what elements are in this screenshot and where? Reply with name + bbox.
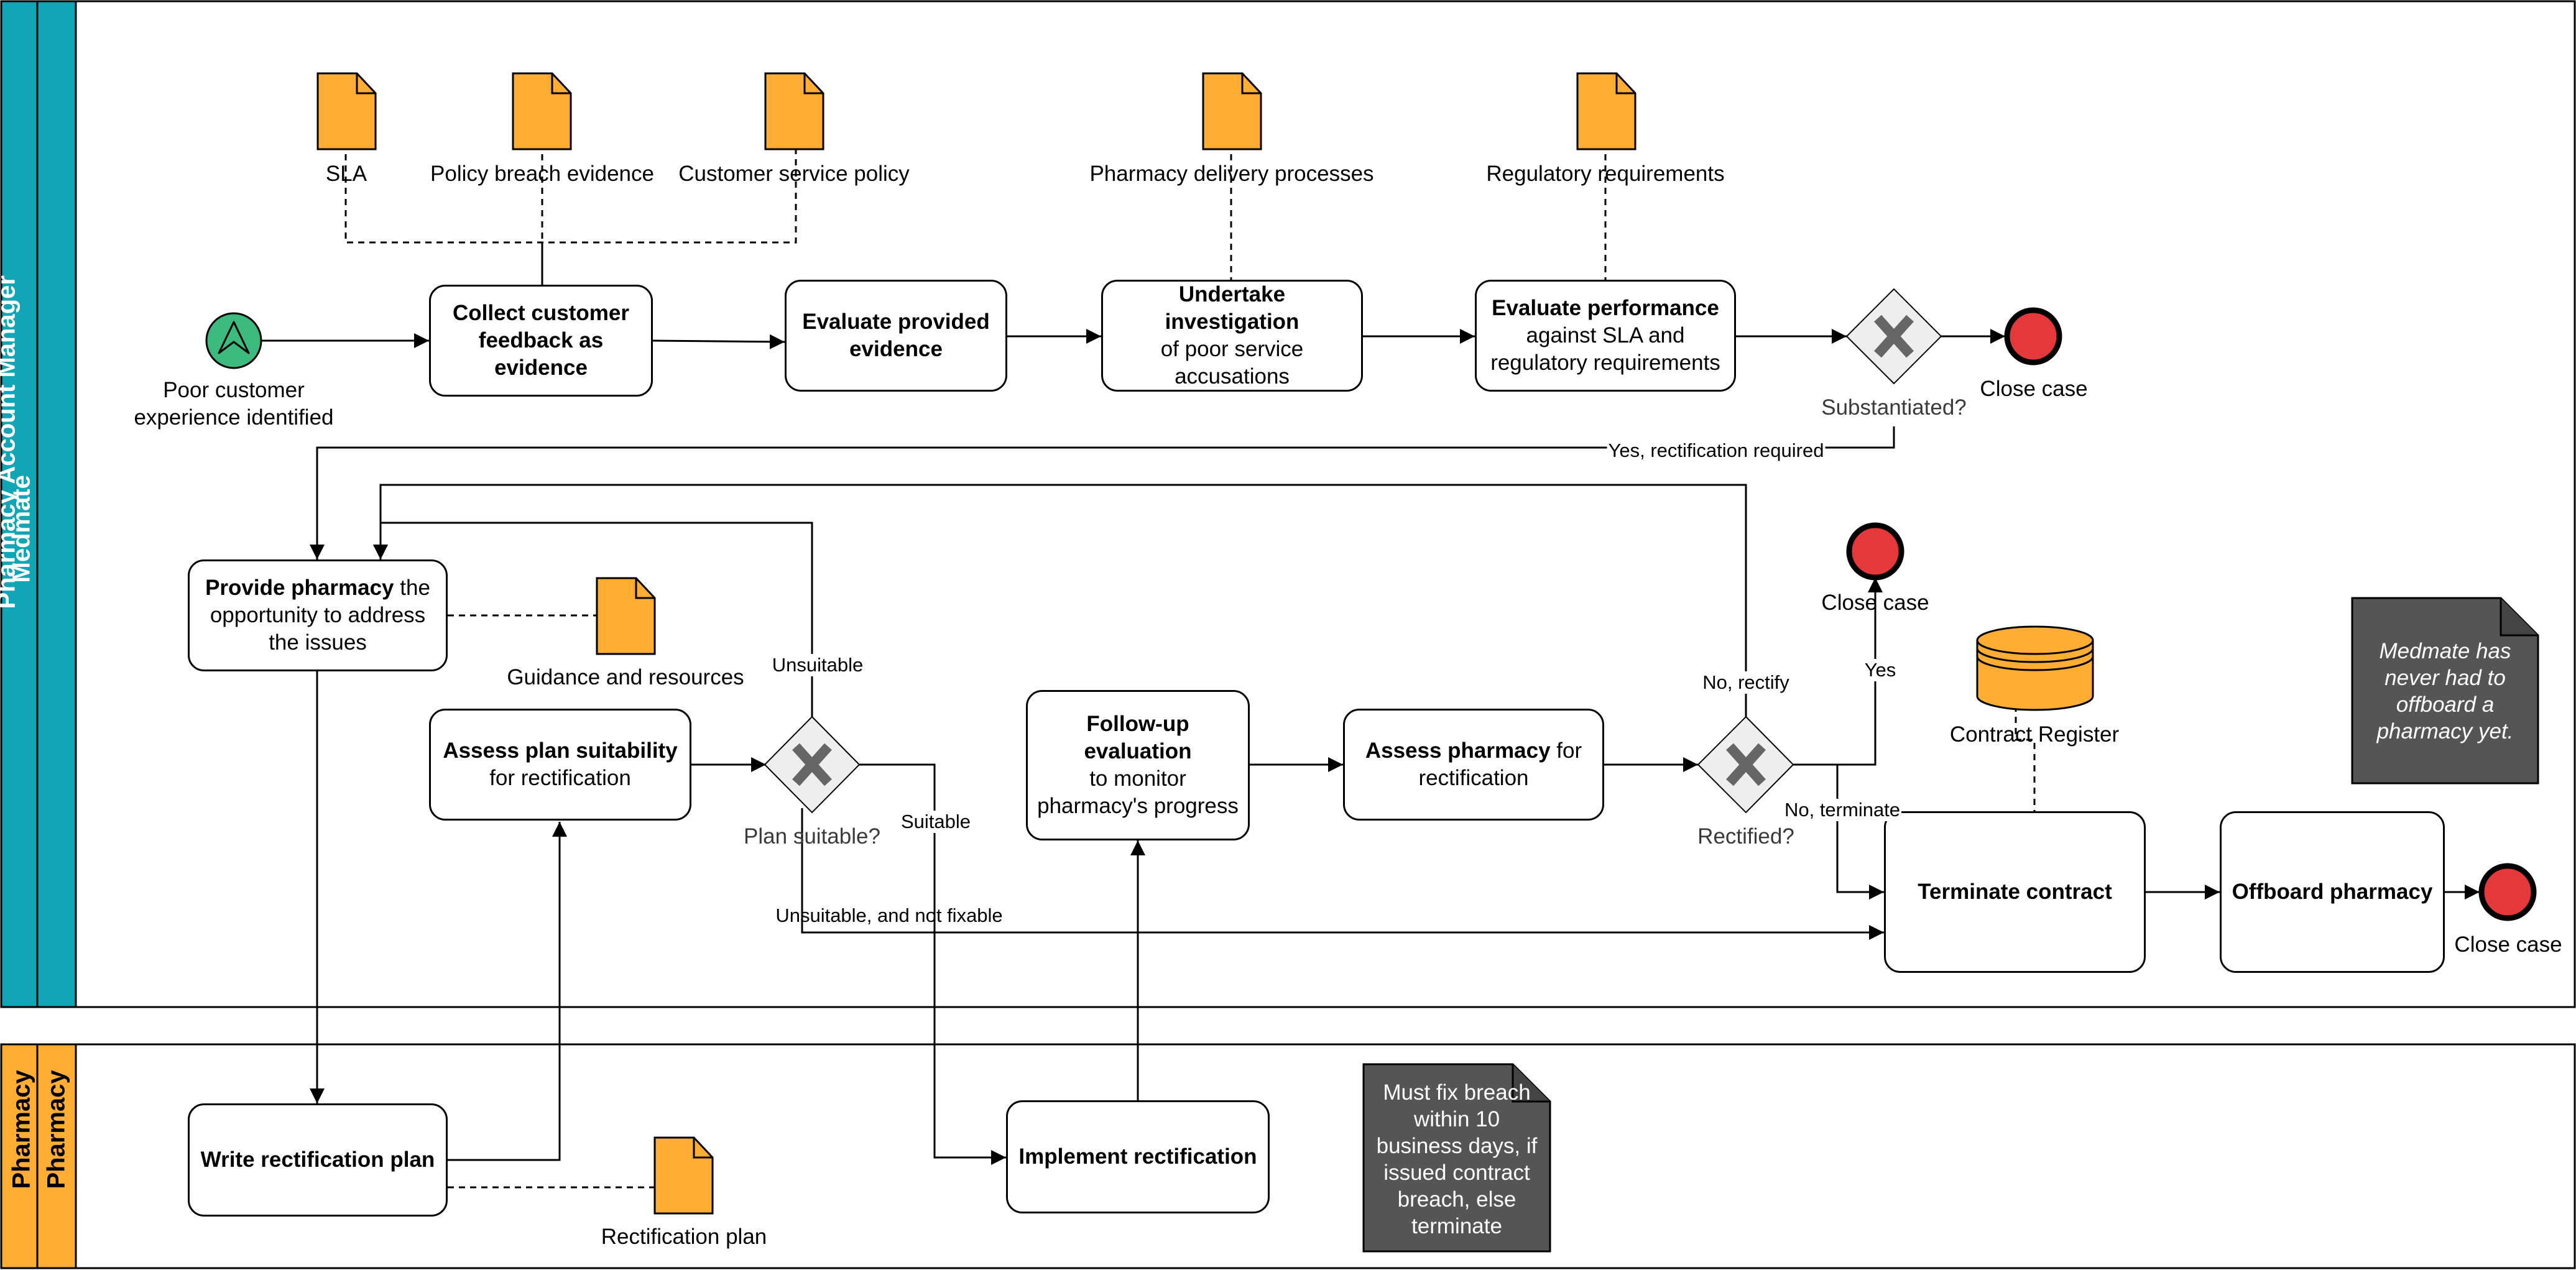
flow-suitable [859, 763, 1006, 1165]
lane-title-pharmacy: Pharmacy [42, 1070, 70, 1189]
note-shapes [1362, 597, 2539, 1253]
data-object-label-customer-service: Customer service policy [678, 162, 910, 186]
task-write-rectification-plan[interactable]: Write rectification plan [188, 1103, 448, 1217]
task-title: Assess plan suitability [443, 739, 678, 763]
start-event [205, 312, 262, 369]
task-collect-feedback[interactable]: Collect customer feedback as evidence [429, 285, 653, 397]
task-assess-pharmacy[interactable]: Assess pharmacy for rectification [1343, 709, 1604, 821]
associations [344, 143, 2036, 1189]
data-object-label-sla: SLA [325, 162, 367, 186]
end-event-label-final: Close case [2454, 932, 2562, 957]
gateway-label-substantiated: Substantiated? [1821, 395, 1967, 420]
task-title: Write rectification plan [200, 1148, 435, 1172]
task-terminate-contract[interactable]: Terminate contract [1884, 811, 2146, 973]
flow-label-yes-rectification: Yes, rectification required [1607, 439, 1826, 462]
task-title: Evaluate provided evidence [802, 310, 990, 361]
gateway-x-marks [792, 315, 1914, 786]
gateway-label-rectified: Rectified? [1697, 824, 1794, 849]
task-evaluate-evidence[interactable]: Evaluate provided evidence [785, 280, 1007, 392]
flow-no-terminate [1793, 763, 1884, 900]
flow-not-fixable [801, 808, 1884, 940]
task-title: Provide pharmacy [205, 576, 394, 600]
end-event-label-top: Close case [1980, 377, 2088, 401]
flow-label-no-terminate: No, terminate [1783, 799, 1902, 821]
data-object-label-delivery-processes: Pharmacy delivery processes [1089, 162, 1374, 186]
data-object-label-rectification-plan: Rectification plan [601, 1225, 767, 1249]
data-object-label-guidance: Guidance and resources [507, 665, 744, 689]
task-title: Assess pharmacy [1365, 739, 1551, 763]
task-desc: of poor service accusations [1160, 337, 1304, 389]
flow-label-suitable: Suitable [899, 811, 972, 833]
data-store-label: Contract Register [1949, 722, 2120, 747]
flow-label-yes: Yes [1863, 659, 1898, 681]
task-title: Offboard pharmacy [2232, 880, 2433, 904]
task-assess-plan[interactable]: Assess plan suitability for rectification [429, 709, 691, 821]
end-event-final [2478, 863, 2537, 921]
task-desc: for rectification [1418, 739, 1582, 790]
data-store-icon [1976, 625, 2094, 711]
note-offboard: Medmate has never had to offboard a phar… [2376, 639, 2514, 743]
flow-label-unsuitable: Unsuitable [770, 654, 865, 676]
end-event-mid [1846, 522, 1904, 581]
task-title: Collect customer feedback as evidence [453, 301, 629, 380]
data-object-label-regulatory: Regulatory requirements [1486, 162, 1725, 186]
gateway-label-plan-suitable: Plan suitable? [744, 824, 880, 849]
pool-title-pharmacy: Pharmacy [7, 1070, 35, 1189]
flow-yes-rectification [310, 426, 1895, 559]
task-offboard-pharmacy[interactable]: Offboard pharmacy [2220, 811, 2445, 973]
sequence-flows [261, 329, 2480, 1165]
task-desc: for rectification [489, 766, 631, 790]
end-events [1846, 307, 2537, 921]
end-event-top [2004, 307, 2062, 366]
task-title: Implement rectification [1018, 1144, 1257, 1169]
task-title: Follow-up evaluation [1084, 712, 1192, 763]
note-breach-deadline: Must fix breach within 10 business days,… [1376, 1080, 1538, 1238]
task-title: Evaluate performance [1492, 296, 1719, 320]
task-provide-pharmacy[interactable]: Provide pharmacy the opportunity to addr… [188, 559, 448, 671]
end-event-label-mid: Close case [1821, 591, 1929, 615]
flow-collect-to-evaluate [652, 334, 785, 349]
task-implement-rectification[interactable]: Implement rectification [1006, 1100, 1270, 1213]
flow-label-no-rectify: No, rectify [1701, 671, 1791, 694]
flow-label-not-fixable: Unsuitable, and not fixable [775, 904, 1003, 926]
data-object-label-policy-breach: Policy breach evidence [430, 162, 654, 186]
task-title: Terminate contract [1918, 880, 2112, 904]
task-desc: the opportunity to address the issues [210, 576, 430, 655]
start-event-label: Poor customer experience identified [134, 378, 334, 430]
data-objects [316, 72, 1637, 1215]
flow-no-rectify [373, 484, 1747, 717]
pool-medmate [0, 0, 2576, 1008]
task-evaluate-performance[interactable]: Evaluate performance against SLA and regu… [1475, 280, 1736, 392]
flow-write-to-assess [448, 822, 567, 1161]
lane-title-account-manager: Pharmacy Account Manager [0, 275, 21, 609]
task-title: Undertake investigation [1165, 282, 1300, 334]
task-desc: against SLA and regulatory requirements [1490, 323, 1720, 375]
task-desc: to monitor pharmacy's progress [1037, 766, 1239, 818]
